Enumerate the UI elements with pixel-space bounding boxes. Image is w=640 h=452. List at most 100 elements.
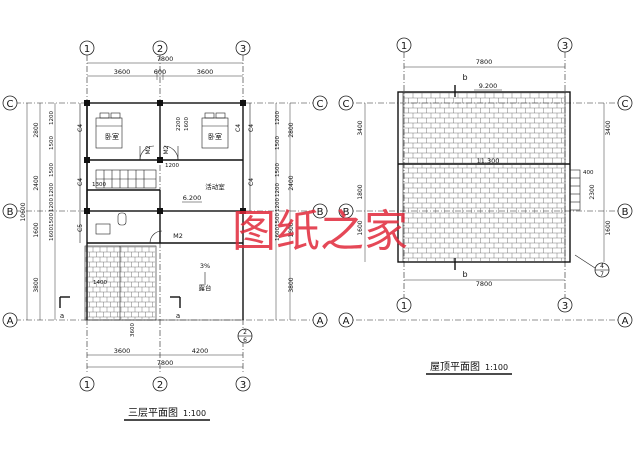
room-label-activity: 活动室 — [205, 182, 225, 191]
window-label: C4 — [248, 178, 255, 186]
svg-text:C: C — [622, 99, 629, 110]
axis-bubble-left-b: B — [2, 203, 18, 219]
svg-text:1200: 1200 — [49, 111, 55, 125]
svg-text:3: 3 — [240, 44, 246, 55]
door-label: M2 — [163, 145, 170, 154]
roof-axis-bubble-right-b: B — [617, 203, 633, 219]
svg-text:1200: 1200 — [49, 183, 55, 197]
inner-dimension: 2200 — [176, 117, 182, 131]
axis-bubble-right-a: A — [312, 312, 328, 328]
svg-text:2800: 2800 — [33, 122, 40, 137]
roof-axis-bubble-right-c: C — [617, 95, 633, 111]
inner-dimension: 3600 — [130, 323, 136, 337]
svg-text:1600: 1600 — [49, 227, 55, 241]
axis-bubble-top-2: 2 — [152, 40, 168, 56]
svg-text:4: 4 — [600, 263, 604, 270]
svg-text:a: a — [176, 312, 180, 320]
svg-text:6: 6 — [243, 337, 247, 344]
eave-level: 9.200 — [479, 82, 498, 90]
roof-dimension-right: 2300 — [589, 184, 596, 199]
roof-axis-bubble-top-3: 3 — [557, 37, 573, 53]
floor-level: 6.200 — [183, 194, 202, 202]
svg-text:1500: 1500 — [49, 163, 55, 177]
svg-text:A: A — [7, 316, 14, 327]
inner-dimension: 1600 — [184, 117, 190, 131]
stair — [95, 169, 157, 189]
svg-text:2: 2 — [243, 329, 247, 336]
svg-text:B: B — [343, 207, 350, 218]
window-label: C5 — [77, 224, 84, 232]
drain-slope: 3% — [200, 262, 210, 270]
svg-text:B: B — [317, 207, 324, 218]
axis-bubble-right-c: C — [312, 95, 328, 111]
section-mark-a-right: a — [170, 296, 181, 320]
svg-text:a: a — [60, 312, 64, 320]
svg-text:B: B — [7, 207, 14, 218]
svg-text:1: 1 — [401, 301, 407, 312]
svg-text:1: 1 — [84, 44, 90, 55]
svg-text:3800: 3800 — [33, 277, 40, 292]
inner-dimension: 1300 — [92, 182, 106, 188]
svg-text:1200: 1200 — [275, 183, 281, 197]
svg-text:A: A — [317, 316, 324, 327]
section-mark-b-bottom: b — [454, 258, 468, 279]
axis-bubble-bottom-2: 2 — [152, 376, 168, 392]
svg-text:7800: 7800 — [157, 55, 174, 63]
axis-bubble-bottom-1: 1 — [79, 376, 95, 392]
svg-text:3600: 3600 — [114, 68, 131, 76]
ridge-level: 11.300 — [477, 157, 500, 165]
svg-text:b: b — [462, 270, 467, 279]
roof-axis-bubble-bottom-3: 3 — [557, 297, 573, 313]
svg-text:3600: 3600 — [197, 68, 214, 76]
detail-reference: 2 6 — [237, 328, 253, 344]
window-label: C4 — [77, 178, 84, 186]
svg-text:2: 2 — [157, 44, 163, 55]
inner-dimension: 1200 — [165, 163, 179, 169]
terrace-tile-roof — [84, 245, 157, 321]
svg-text:1500: 1500 — [49, 136, 55, 150]
svg-text:2800: 2800 — [288, 122, 295, 137]
roof-tiles — [397, 91, 571, 263]
svg-text:3: 3 — [240, 380, 246, 391]
right-dimension-chain: 2800 2400 1600 3800 1200 1500 1500 1200 … — [275, 103, 295, 320]
svg-text:屋顶平面图: 屋顶平面图 — [430, 361, 480, 373]
door-label: M2 — [173, 232, 183, 240]
door-label: M2 — [145, 145, 152, 154]
svg-text:600: 600 — [154, 68, 166, 76]
bed-right — [201, 112, 229, 149]
roof-axis-bubble-bottom-1: 1 — [396, 297, 412, 313]
svg-text:1600: 1600 — [33, 222, 40, 237]
svg-text:1:100: 1:100 — [485, 363, 508, 372]
svg-text:B: B — [622, 207, 629, 218]
svg-text:1: 1 — [84, 380, 90, 391]
watermark: 图纸之家 — [232, 206, 408, 257]
roof-dimension-left: 3400 — [357, 120, 364, 135]
roof-axis-bubble-left-a: A — [338, 312, 354, 328]
bottom-dimension-chain: 3600 4200 7800 — [87, 347, 243, 368]
roof-detail-reference: 4 7 — [574, 254, 610, 278]
svg-text:1200: 1200 — [275, 198, 281, 212]
room-label-bedroom-right: 卧室 — [208, 132, 222, 141]
svg-text:C: C — [7, 99, 14, 110]
roof-dimension-left: 1800 — [357, 184, 364, 199]
svg-text:10600: 10600 — [20, 202, 27, 221]
svg-text:3800: 3800 — [288, 277, 295, 292]
svg-text:4200: 4200 — [192, 347, 209, 355]
svg-text:1600: 1600 — [288, 222, 295, 237]
window-label: C4 — [235, 124, 242, 132]
svg-text:1:100: 1:100 — [183, 409, 206, 418]
roof-dimension-right: 1600 — [605, 220, 612, 235]
svg-text:2400: 2400 — [33, 175, 40, 190]
svg-text:1200: 1200 — [49, 198, 55, 212]
svg-text:1200: 1200 — [275, 111, 281, 125]
axis-bubble-left-a: A — [2, 312, 18, 328]
roof-plan: 1 3 1 3 C B A C — [338, 37, 633, 375]
svg-text:7: 7 — [600, 271, 604, 278]
window-label: C4 — [77, 124, 84, 132]
svg-text:2: 2 — [157, 380, 163, 391]
svg-text:3: 3 — [562, 301, 568, 312]
svg-text:A: A — [343, 316, 350, 327]
section-mark-a-left: a — [59, 296, 70, 320]
top-dimension-chain: 7800 3600 600 3600 — [87, 55, 243, 80]
